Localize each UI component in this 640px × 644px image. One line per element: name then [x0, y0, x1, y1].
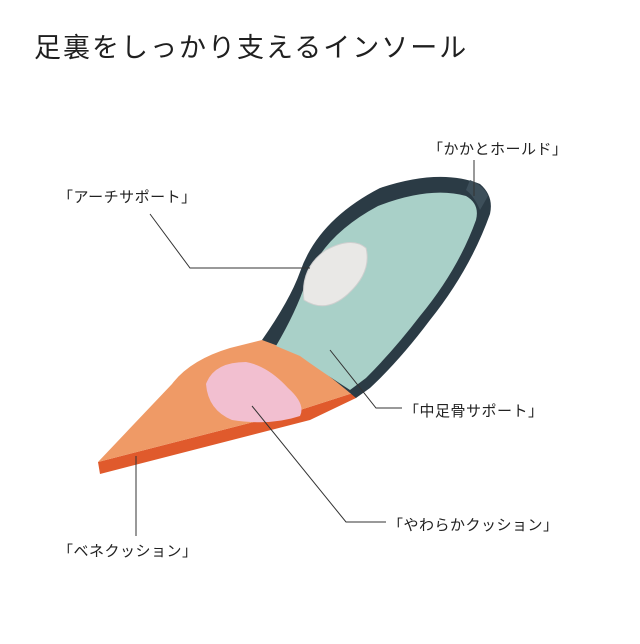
leader-soft — [251, 405, 386, 523]
heel-shell-rim — [466, 180, 488, 210]
heel-surface — [276, 192, 477, 390]
label-soft-cushion: 「やわらかクッション」 — [388, 516, 559, 534]
leader-meta — [329, 349, 402, 409]
label-heel-hold: 「かかとホールド」 — [428, 140, 568, 158]
label-metatarsal-support: 「中足骨サポート」 — [404, 402, 544, 420]
label-bene-cushion: 「ベネクッション」 — [58, 542, 198, 560]
soft-cushion-pad — [206, 362, 302, 423]
page-title: 足裏をしっかり支えるインソール — [34, 33, 469, 64]
leader-arch — [149, 213, 310, 269]
arch-pad — [302, 242, 368, 307]
label-arch-support: 「アーチサポート」 — [58, 188, 197, 206]
